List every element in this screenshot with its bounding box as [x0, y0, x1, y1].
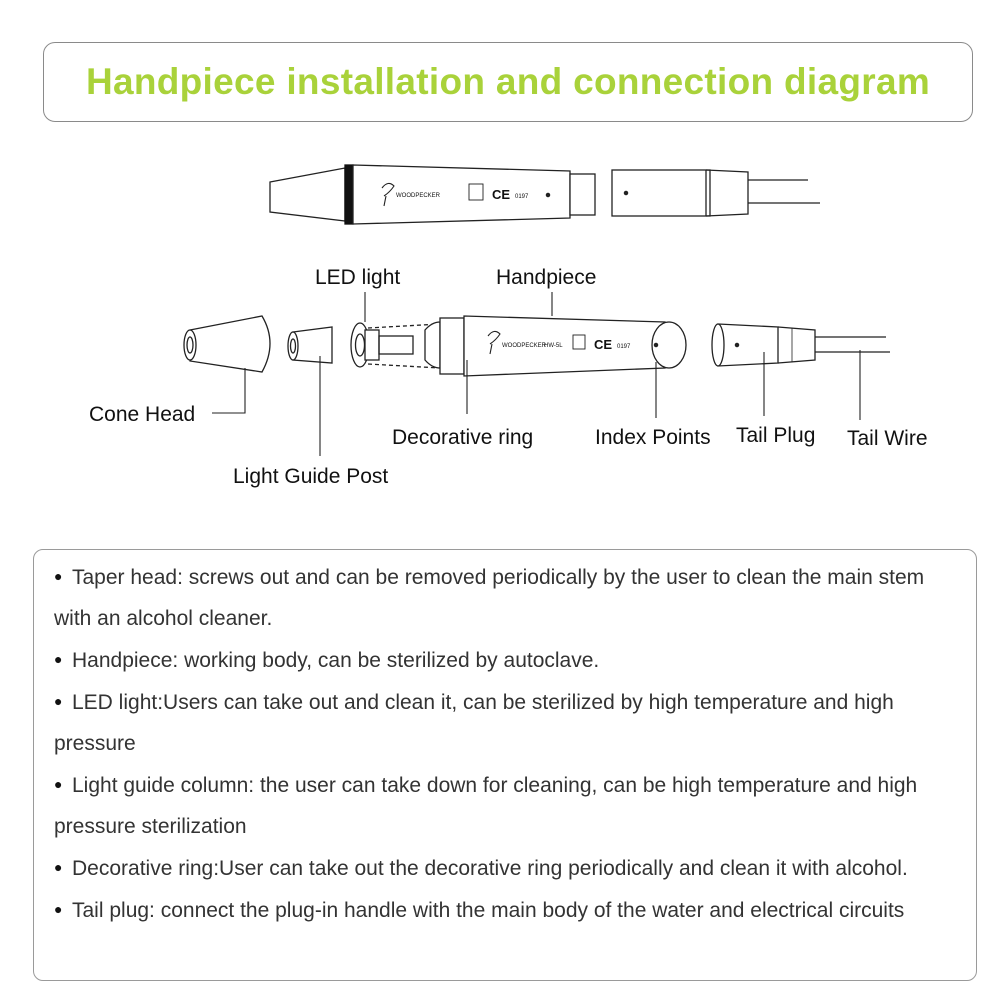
note-tail-plug: ●Tail plug: connect the plug-in handle w… [54, 889, 958, 931]
cert-number-top: 0197 [515, 194, 529, 200]
tail-plug-part [711, 323, 816, 367]
cone-head-part [183, 315, 271, 373]
label-handpiece: Handpiece [496, 266, 596, 289]
note-light-guide-column: ●Light guide column: the user can take d… [54, 764, 958, 847]
brand-mark-body: WOODPECKER [502, 343, 547, 349]
ce-mark-top: CE [492, 187, 510, 202]
label-led-light: LED light [315, 266, 400, 289]
bullet: ● [54, 859, 63, 875]
label-index-points: Index Points [595, 426, 711, 449]
label-cone-head: Cone Head [89, 403, 195, 426]
note-handpiece: ●Handpiece: working body, can be sterili… [54, 639, 958, 681]
label-light-guide-post: Light Guide Post [233, 465, 388, 488]
handpiece-body-part [424, 315, 687, 377]
note-led-light: ●LED light:Users can take out and clean … [54, 681, 958, 764]
ce-mark-body: CE [594, 337, 612, 352]
label-tail-wire: Tail Wire [847, 427, 928, 450]
label-tail-plug: Tail Plug [736, 424, 815, 447]
light-guide-post-part [287, 326, 333, 364]
bullet: ● [54, 693, 63, 709]
model-mark: HW-5L [544, 343, 563, 349]
notes-panel: ●Taper head: screws out and can be remov… [33, 549, 977, 981]
led-light-part [350, 322, 414, 368]
bullet: ● [54, 651, 63, 667]
note-taper-head: ●Taper head: screws out and can be remov… [54, 556, 958, 639]
handpiece-diagram: WOODPECKER CE 0197 WOODPECKER HW-5L CE 0… [89, 164, 928, 488]
title-box: Handpiece installation and connection di… [43, 42, 973, 122]
bullet: ● [54, 776, 63, 792]
label-decorative-ring: Decorative ring [392, 426, 533, 449]
cert-number-body: 0197 [617, 344, 631, 350]
note-decorative-ring: ●Decorative ring:User can take out the d… [54, 847, 958, 889]
page-title: Handpiece installation and connection di… [85, 61, 931, 102]
brand-mark-top: WOODPECKER [396, 193, 441, 199]
bullet: ● [54, 568, 63, 584]
assembled-handpiece [269, 164, 820, 225]
tail-wire-part [815, 336, 890, 353]
bullet: ● [54, 901, 63, 917]
leader-lines [212, 292, 861, 456]
